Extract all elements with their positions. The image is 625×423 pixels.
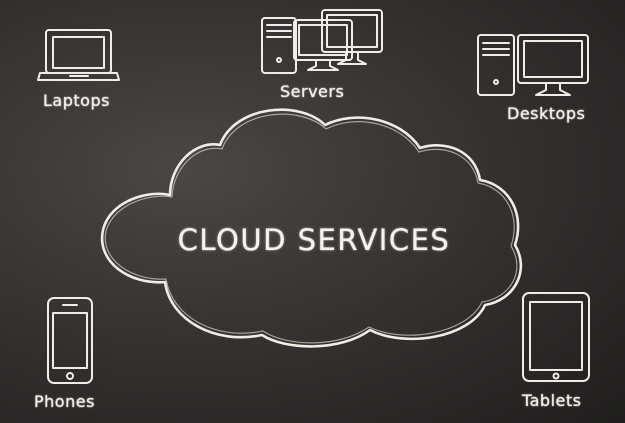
- label-tablets: Tablets: [522, 391, 582, 410]
- label-desktops: Desktops: [507, 104, 586, 123]
- cloud-icon: [100, 108, 523, 348]
- desktop-icon: [477, 34, 589, 96]
- phone-icon: [47, 297, 93, 384]
- laptop-icon: [37, 29, 120, 81]
- label-laptops: Laptops: [43, 91, 110, 110]
- label-phones: Phones: [34, 392, 95, 411]
- server-icon: [261, 9, 383, 74]
- cloud-title: CLOUD SERVICES: [177, 223, 451, 257]
- label-servers: Servers: [280, 82, 345, 101]
- tablet-icon: [522, 292, 590, 382]
